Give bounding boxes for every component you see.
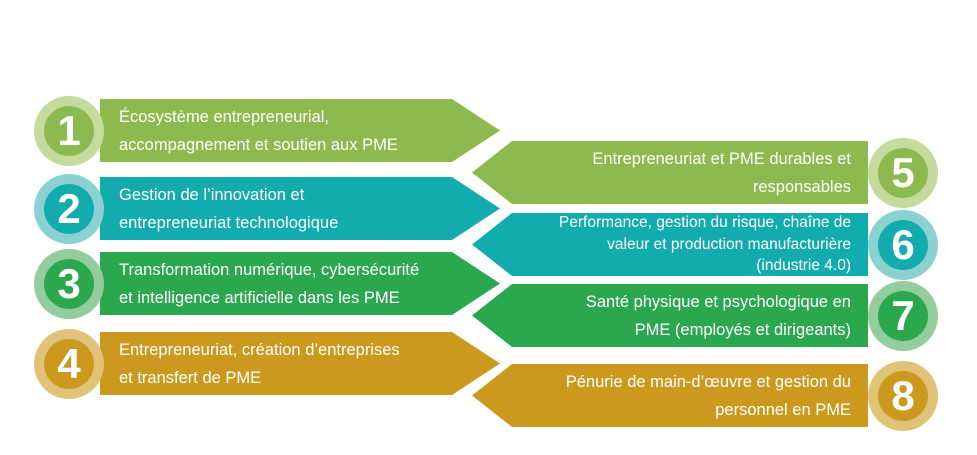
- number-text: 7: [891, 291, 915, 339]
- topic-text: Gestion de l’innovation et entrepreneuri…: [119, 185, 339, 232]
- number-disc: 8: [878, 370, 928, 421]
- number-disc: 2: [44, 183, 94, 234]
- topic-text: Pénurie de main-d’œuvre et gestion du pe…: [565, 372, 851, 419]
- topic-text: Écosystème entrepreneurial, accompagneme…: [119, 107, 398, 154]
- number-badge: 3: [34, 248, 104, 319]
- arrow-right-shape: Gestion de l’innovation et entrepreneuri…: [100, 177, 500, 240]
- arrow-right-shape: Écosystème entrepreneurial, accompagneme…: [100, 99, 500, 162]
- topic-text: Santé physique et psychologique en PME (…: [585, 292, 851, 339]
- topic-item-1: Écosystème entrepreneurial, accompagneme…: [0, 95, 977, 166]
- number-badge: 8: [868, 360, 938, 431]
- number-disc: 3: [44, 258, 94, 309]
- topic-item-7: Santé physique et psychologique en PME (…: [0, 280, 977, 351]
- number-disc: 5: [878, 147, 928, 198]
- number-badge: 5: [868, 137, 938, 208]
- number-badge: 1: [34, 95, 104, 166]
- number-badge: 6: [868, 209, 938, 280]
- number-text: 4: [57, 339, 81, 387]
- arrow-left-shape: Entrepreneuriat et PME durables et respo…: [472, 141, 868, 204]
- topic-item-8: Pénurie de main-d’œuvre et gestion du pe…: [0, 360, 977, 431]
- topic-text: Transformation numérique, cybersécurité …: [119, 260, 420, 307]
- topic-item-4: Entrepreneuriat, création d’entreprises …: [0, 328, 977, 399]
- topic-item-5: Entrepreneuriat et PME durables et respo…: [0, 137, 977, 208]
- arrow-left-shape: Performance, gestion du risque, chaîne d…: [472, 213, 868, 276]
- number-disc: 6: [878, 219, 928, 270]
- arrow-right-shape: Transformation numérique, cybersécurité …: [100, 252, 500, 315]
- number-text: 8: [891, 371, 915, 419]
- number-text: 2: [57, 184, 81, 232]
- number-text: 6: [891, 220, 915, 268]
- number-disc: 7: [878, 290, 928, 341]
- number-text: 1: [57, 106, 81, 154]
- topic-item-6: Performance, gestion du risque, chaîne d…: [0, 209, 977, 280]
- arrow-left-shape: Pénurie de main-d’œuvre et gestion du pe…: [472, 364, 868, 427]
- number-badge: 4: [34, 328, 104, 399]
- topic-text: Performance, gestion du risque, chaîne d…: [558, 214, 851, 275]
- number-text: 3: [57, 259, 81, 307]
- topic-item-3: Transformation numérique, cybersécurité …: [0, 248, 977, 319]
- topic-item-2: Gestion de l’innovation et entrepreneuri…: [0, 173, 977, 244]
- topic-text: Entrepreneuriat et PME durables et respo…: [592, 149, 851, 196]
- number-disc: 1: [44, 105, 94, 156]
- arrow-left-shape: Santé physique et psychologique en PME (…: [472, 284, 868, 347]
- number-disc: 4: [44, 338, 94, 389]
- number-badge: 2: [34, 173, 104, 244]
- number-badge: 7: [868, 280, 938, 351]
- topic-text: Entrepreneuriat, création d’entreprises …: [119, 340, 400, 387]
- arrow-right-shape: Entrepreneuriat, création d’entreprises …: [100, 332, 500, 395]
- number-text: 5: [891, 148, 915, 196]
